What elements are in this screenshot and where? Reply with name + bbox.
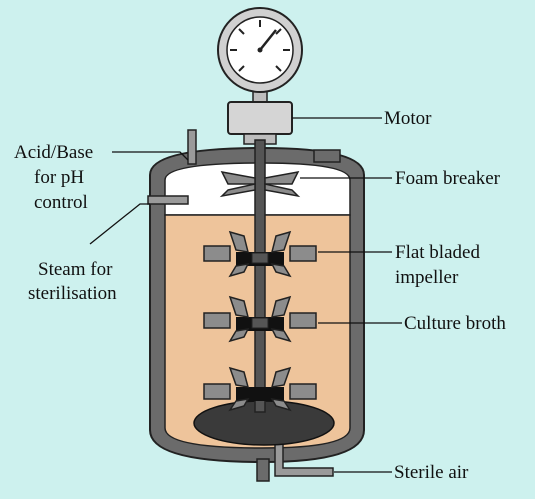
vessel-top-port — [313, 149, 341, 163]
leader-acid-base — [112, 151, 189, 161]
foam-breaker-blades — [219, 170, 301, 198]
agitator-shaft — [254, 139, 266, 413]
label-impeller-1: Flat bladed — [395, 242, 480, 263]
impeller-top — [203, 230, 317, 278]
steam-pipe — [147, 195, 189, 205]
acid-base-pipe — [187, 129, 197, 165]
motor-housing — [227, 101, 293, 135]
impeller-middle — [203, 295, 317, 343]
label-foam-breaker: Foam breaker — [395, 168, 501, 189]
label-steam-1: Steam for — [38, 259, 113, 280]
label-steam-2: sterilisation — [28, 283, 117, 304]
impeller-bottom — [203, 366, 317, 412]
pressure-gauge-icon — [217, 7, 303, 93]
label-acid-base-1: Acid/Base — [14, 142, 93, 163]
motor-assembly — [217, 7, 303, 145]
leader-steam — [89, 203, 150, 245]
label-impeller-2: impeller — [395, 267, 459, 288]
bottom-drain — [256, 458, 270, 482]
label-culture-broth: Culture broth — [404, 313, 506, 334]
label-motor: Motor — [384, 108, 432, 129]
label-acid-base-3: control — [34, 192, 88, 213]
label-acid-base-2: for pH — [34, 167, 84, 188]
label-sterile-air: Sterile air — [394, 462, 469, 483]
leader-lines — [89, 117, 402, 473]
